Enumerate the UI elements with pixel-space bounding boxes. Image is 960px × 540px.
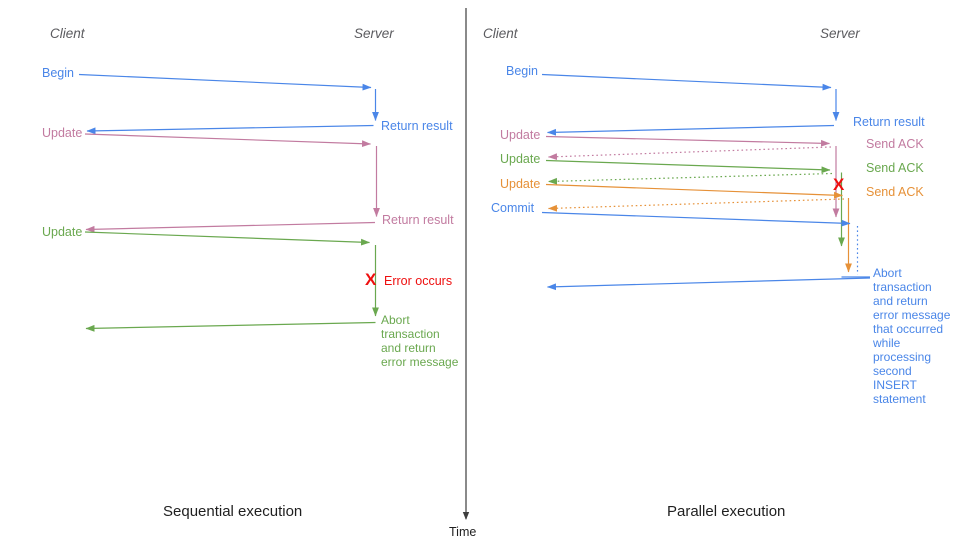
left-return-result-1-arrow bbox=[86, 124, 374, 135]
left-error-label: Error occurs bbox=[384, 274, 453, 288]
left-abort-label: Abort transaction and return error messa… bbox=[381, 313, 459, 369]
right-send-ack-3-label: Send ACK bbox=[866, 185, 924, 199]
right-send-ack-3-arrow bbox=[548, 198, 845, 212]
right-update-3-arrow bbox=[545, 183, 843, 199]
left-server-header: Server bbox=[354, 26, 394, 41]
right-abort-label: Abort transaction and return error messa… bbox=[873, 266, 951, 406]
time-axis-label: Time bbox=[449, 525, 477, 539]
right-send-ack-2-label: Send ACK bbox=[866, 161, 924, 175]
right-send-ack-1-label: Send ACK bbox=[866, 137, 924, 151]
right-send-ack-2-arrow bbox=[548, 172, 833, 185]
left-return-result-1-label: Return result bbox=[381, 119, 453, 133]
left-error-x-icon: X bbox=[365, 270, 377, 289]
left-update-1-label: Update bbox=[42, 126, 83, 140]
right-update-1-label: Update bbox=[500, 128, 541, 142]
right-return-result-arrow bbox=[547, 124, 835, 136]
left-update-1-arrow bbox=[84, 133, 371, 148]
right-update-2-arrow bbox=[545, 159, 831, 174]
right-update-3-label: Update bbox=[500, 177, 541, 191]
left-begin-arrow bbox=[78, 73, 372, 91]
right-client-header: Client bbox=[483, 26, 518, 41]
right-error-x-icon: X bbox=[833, 175, 845, 194]
left-begin-label: Begin bbox=[42, 66, 74, 80]
right-update-1-arrow bbox=[545, 135, 830, 147]
left-return-result-2-label: Return result bbox=[382, 213, 454, 227]
right-update-2-label: Update bbox=[500, 152, 541, 166]
left-client-header: Client bbox=[50, 26, 85, 41]
right-begin-label: Begin bbox=[506, 64, 538, 78]
right-send-ack-1-arrow bbox=[548, 146, 832, 161]
left-update-2-arrow bbox=[84, 231, 370, 246]
left-abort-arrow bbox=[85, 321, 376, 332]
right-return-result-label: Return result bbox=[853, 115, 925, 129]
right-commit-label: Commit bbox=[491, 201, 535, 215]
right-server-header: Server bbox=[820, 26, 860, 41]
right-abort-arrow bbox=[547, 277, 871, 291]
left-update-2-label: Update bbox=[42, 225, 83, 239]
left-return-result-2-arrow bbox=[85, 221, 376, 233]
right-caption: Parallel execution bbox=[667, 503, 786, 520]
right-commit-arrow bbox=[541, 211, 851, 227]
right-begin-arrow bbox=[541, 73, 832, 91]
left-caption: Sequential execution bbox=[163, 503, 303, 520]
